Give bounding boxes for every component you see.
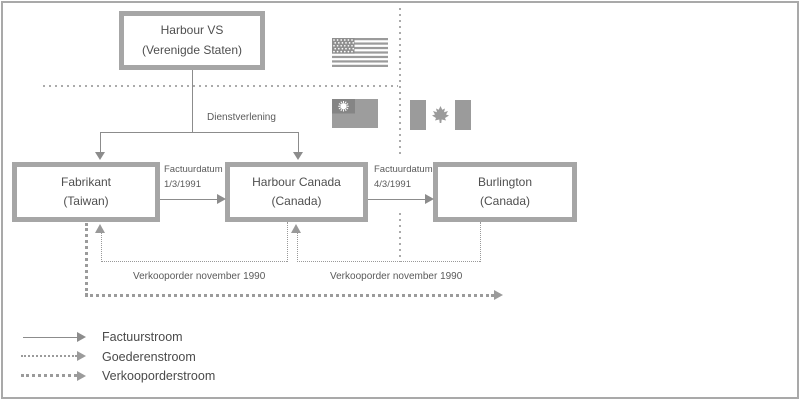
canada-flag-icon	[410, 100, 471, 130]
node-fabrikant-sub: (Taiwan)	[63, 194, 109, 208]
factuurdatum-1-line1: Factuurdatum	[164, 164, 223, 175]
node-harbour-canada: Harbour Canada (Canada)	[225, 162, 368, 222]
node-fabrikant: Fabrikant (Taiwan)	[12, 162, 160, 222]
factuurdatum-1-label: Factuurdatum 1/3/1991	[164, 163, 223, 192]
order-loop-1-right	[287, 222, 288, 262]
border-line-us	[43, 85, 398, 87]
order-loop-1-left	[101, 233, 102, 262]
node-harbour-canada-name: Harbour Canada	[252, 174, 341, 189]
node-burlington-sub: (Canada)	[479, 194, 531, 208]
node-fabrikant-name: Fabrikant	[60, 174, 112, 189]
service-arrowhead-harbour-canada	[293, 152, 303, 160]
invoice-arrow-2-head	[425, 194, 434, 204]
factuurdatum-2-label: Factuurdatum 4/3/1991	[374, 163, 433, 193]
legend-solid-line	[23, 337, 77, 338]
legend-dotted-fine-line	[21, 355, 77, 357]
service-line-branch	[100, 132, 298, 133]
order-loop-2-arrowhead	[291, 224, 301, 233]
order-loop-2-bottom	[297, 261, 480, 262]
node-burlington-name: Burlington	[477, 174, 533, 189]
order-loop-2-right	[480, 222, 481, 262]
verkooporder-2-label: Verkooporder november 1990	[330, 271, 463, 282]
factuurdatum-1-line2: 1/3/1991	[164, 178, 201, 190]
order-loop-2-left	[297, 233, 298, 262]
border-line-canada-top	[399, 8, 401, 157]
legend-dotted-heavy-arrowhead	[77, 371, 86, 381]
invoice-arrow-1-head	[217, 194, 226, 204]
taiwan-flag-icon	[332, 99, 378, 128]
factuurdatum-2-line2: 4/3/1991	[374, 178, 411, 190]
dienstverlening-label: Dienstverlening	[207, 112, 276, 123]
legend-dotted-heavy-line	[21, 374, 77, 377]
goods-flow-vertical	[85, 223, 88, 296]
node-harbour-vs-name: Harbour VS	[160, 23, 224, 38]
us-flag-icon	[332, 38, 388, 67]
node-harbour-vs: Harbour VS (Verenigde Staten)	[119, 11, 265, 70]
invoice-arrow-1-line	[160, 199, 217, 200]
border-line-canada-bottom	[399, 213, 401, 262]
order-loop-1-bottom	[101, 261, 287, 262]
legend-factuurstroom-label: Factuurstroom	[102, 330, 183, 344]
legend-goederenstroom-label: Goederenstroom	[102, 350, 196, 364]
service-line-stem	[192, 70, 193, 132]
node-harbour-canada-sub: (Canada)	[271, 194, 322, 208]
node-harbour-vs-sub: (Verenigde Staten)	[141, 42, 243, 57]
goods-flow-arrowhead	[494, 290, 503, 300]
verkooporder-1-label: Verkooporder november 1990	[133, 271, 266, 282]
service-arrowhead-fabrikant	[95, 152, 105, 160]
service-line-left-drop	[100, 132, 101, 152]
order-loop-1-arrowhead	[95, 224, 105, 233]
invoice-arrow-2-line	[368, 199, 425, 200]
goods-flow-horizontal	[85, 294, 494, 297]
legend-dotted-fine-arrowhead	[77, 351, 86, 361]
service-line-right-drop	[298, 132, 299, 152]
node-burlington: Burlington (Canada)	[433, 162, 577, 222]
legend-verkooporderstroom-label: Verkooporderstroom	[102, 369, 216, 383]
legend-solid-arrowhead	[77, 332, 86, 342]
factuurdatum-2-line1: Factuurdatum	[374, 164, 433, 175]
